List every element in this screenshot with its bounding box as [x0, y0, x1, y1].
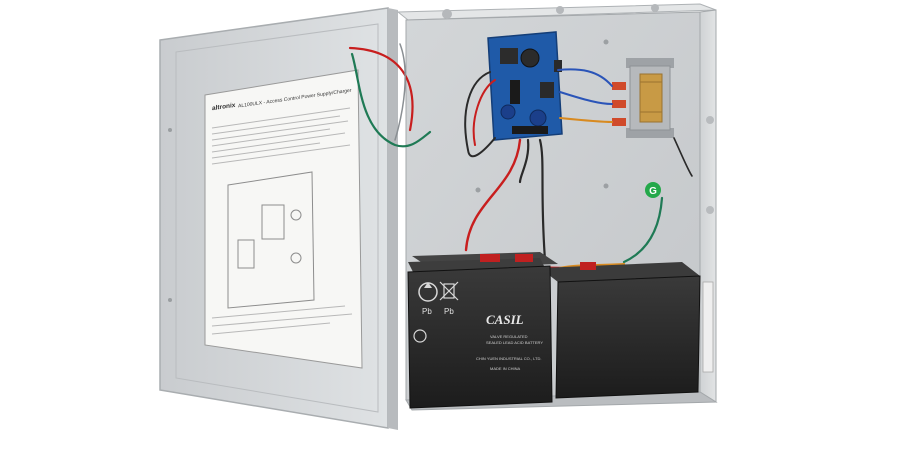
label-brand: altronix	[212, 102, 236, 112]
battery-text-1: VALVE REGULATED	[490, 334, 528, 339]
ul-mark-icon	[413, 329, 427, 343]
recycle-mark-pb-2: Pb	[444, 307, 454, 316]
ground-marker: G	[645, 182, 661, 198]
ground-marker-label: G	[649, 186, 657, 197]
recycle-mark-pb-1: Pb	[422, 307, 432, 316]
label-sheet: altronix AL100ULX - Access Control Power…	[204, 69, 363, 369]
battery-left: Pb Pb CASIL VALVE REGULATED SEALED LEAD …	[407, 252, 558, 409]
circuit-board	[487, 31, 563, 141]
battery-brand-logo: CASIL	[486, 312, 524, 327]
battery-text-3: CHIN YUEN INDUSTRIAL CO., LTD.	[476, 356, 542, 361]
transformer	[612, 58, 674, 138]
battery-text-4: MADE IN CHINA	[490, 366, 521, 371]
battery-right	[540, 262, 701, 399]
enclosure-door: altronix AL100ULX - Access Control Power…	[159, 7, 398, 430]
battery-text-2: SEALED LEAD ACID BATTERY	[486, 340, 543, 345]
no-trash-icon	[439, 281, 459, 301]
recycle-icon	[418, 282, 438, 302]
